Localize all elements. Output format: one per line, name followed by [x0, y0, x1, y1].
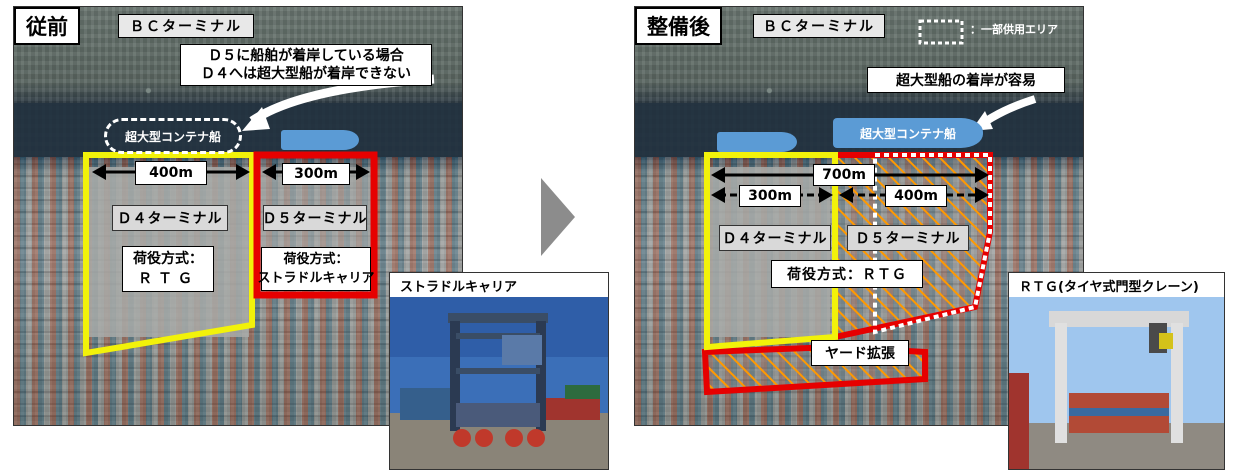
total-length-label: 700m	[813, 164, 875, 186]
partial-use-legend-text: ：一部供用エリア	[970, 23, 1058, 36]
d5-method-line1: 荷役方式：	[283, 252, 349, 267]
moored-ship-after	[717, 132, 797, 152]
d4-boundary	[83, 152, 255, 357]
d5-length-label-after: 400m	[885, 185, 947, 207]
berthing-note: Ｄ５に船舶が着岸している場合 Ｄ４へは超大型船が着岸できない	[180, 44, 432, 86]
d4-method-line1: 荷役方式：	[133, 251, 203, 267]
d4-method-line2: ＲＴＧ	[138, 271, 198, 287]
berthing-note-line1: Ｄ５に船舶が着岸している場合	[208, 48, 404, 64]
d4-boundary-after	[704, 152, 838, 351]
total-dimension-arrow-left	[711, 167, 725, 183]
d4-length-label: 400m	[135, 161, 207, 185]
after-title: 整備後	[635, 7, 722, 45]
d4-terminal-label: Ｄ４ターミナル	[112, 205, 228, 231]
d4-length-label-after: 300m	[739, 185, 801, 207]
d5-handling-method: 荷役方式： ストラドルキャリア	[258, 247, 375, 291]
curved-arrow-head	[242, 107, 270, 131]
straddle-carrier-image	[390, 297, 608, 469]
d4-dimension-arrow-left-after	[711, 187, 725, 203]
moored-ship	[281, 130, 359, 150]
rtg-crane-image	[1009, 297, 1224, 469]
before-panel: 従前 ＢＣターミナル Ｄ５に船舶が着岸している場合 Ｄ４へは超大型船が着岸できな…	[13, 6, 463, 426]
d4-terminal-label-after: Ｄ４ターミナル	[719, 225, 831, 251]
d5-length-label: 300m	[282, 163, 350, 185]
handling-method-after: 荷役方式：ＲＴＧ	[771, 260, 923, 288]
rtg-crane-photo: ＲＴＧ(タイヤ式門型クレーン)	[1008, 272, 1225, 470]
d5-dimension-arrow-left	[262, 164, 276, 180]
mega-ship: 超大型コンテナ船	[833, 118, 983, 148]
total-dimension-arrow-right	[975, 167, 989, 183]
d4-dimension-arrow-right	[236, 164, 250, 180]
d4-dimension-arrow-left	[92, 164, 106, 180]
mega-ship-dashed: 超大型コンテナ船	[104, 118, 242, 154]
before-title: 従前	[14, 7, 80, 45]
rtg-caption: ＲＴＧ(タイヤ式門型クレーン)	[1009, 273, 1224, 297]
bc-terminal-label: ＢＣターミナル	[118, 14, 254, 38]
d5-method-line2: ストラドルキャリア	[257, 271, 375, 286]
d5-terminal-label-after: Ｄ５ターミナル	[847, 225, 969, 251]
straddle-carrier-caption: ストラドルキャリア	[390, 273, 608, 297]
easy-berthing-note: 超大型船の着岸が容易	[867, 67, 1065, 93]
d4-handling-method: 荷役方式： ＲＴＧ	[122, 246, 214, 292]
d5-dimension-arrow-left-after	[839, 187, 853, 203]
bc-terminal-label-after: ＢＣターミナル	[753, 14, 885, 38]
partial-use-legend-icon	[918, 19, 964, 45]
transition-arrow-icon	[541, 178, 575, 256]
d5-dimension-arrow-right-after	[975, 187, 989, 203]
d5-terminal-label: Ｄ５ターミナル	[263, 205, 367, 231]
straddle-carrier-photo: ストラドルキャリア	[389, 272, 609, 470]
d5-boundary	[253, 151, 378, 299]
yard-expansion-label: ヤード拡張	[811, 340, 909, 366]
d5-dimension-arrow-right	[356, 164, 370, 180]
d4-dimension-arrow-right-after	[819, 187, 833, 203]
berthing-note-line2: Ｄ４へは超大型船が着岸できない	[201, 66, 411, 82]
